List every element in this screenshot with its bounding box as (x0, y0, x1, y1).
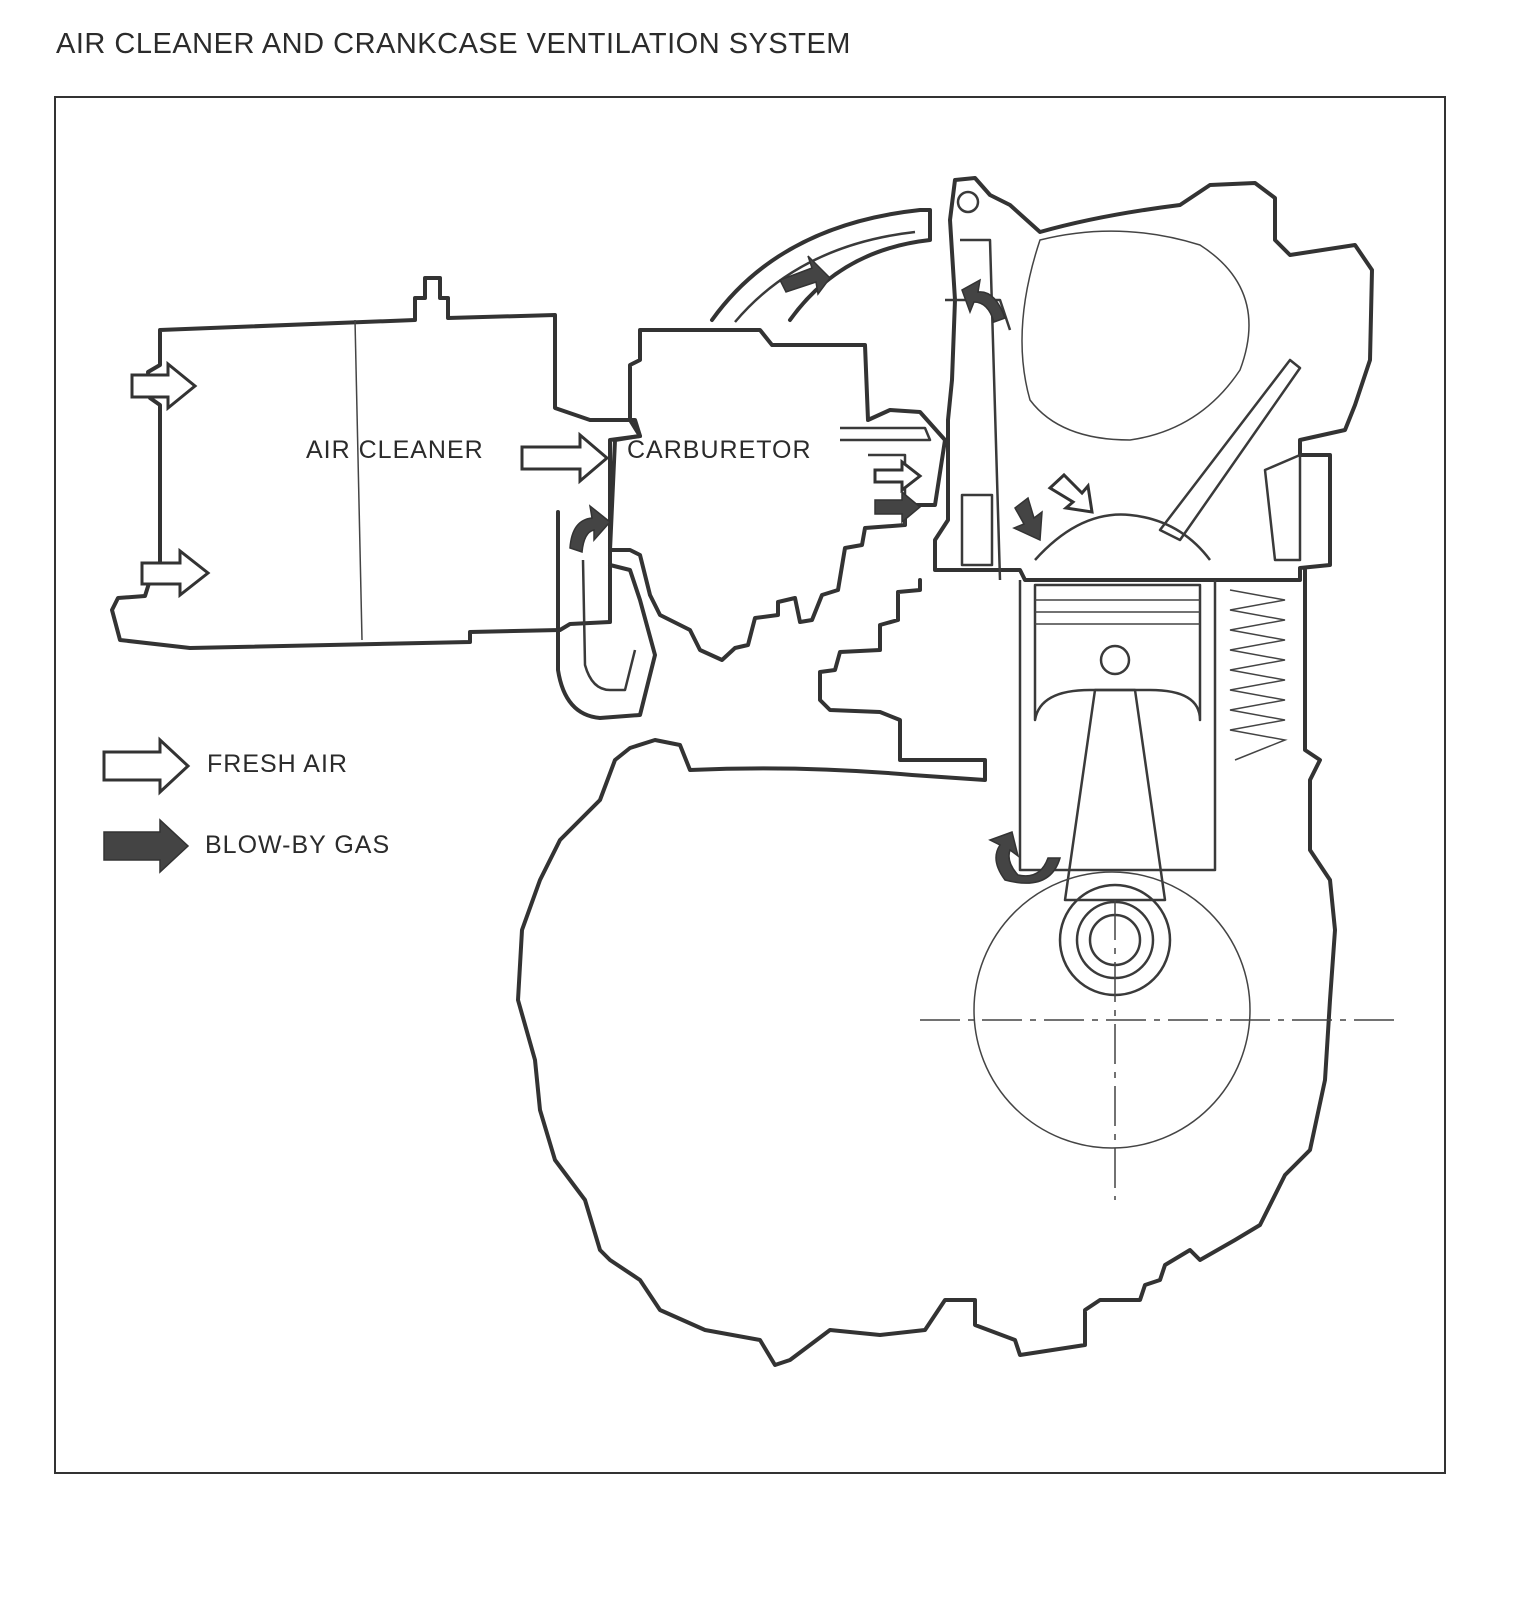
legend-blow-by-gas-label: BLOW-BY GAS (205, 831, 391, 859)
fresh-air-arrow-intake-port (1047, 472, 1094, 514)
legend-fresh-air-label: FRESH AIR (207, 750, 348, 778)
blow-by-arrow-hose (778, 255, 831, 296)
air-cleaner-element-line (354, 319, 363, 641)
air-cleaner-label: AIR CLEANER (306, 436, 484, 464)
breather-tube (556, 510, 657, 720)
crank-web (973, 871, 1251, 1149)
blow-by-arrow-intake (874, 490, 922, 524)
blow-by-arrow-into-cleaner (569, 504, 612, 554)
connecting-rod (1063, 688, 1167, 902)
crankcase-upper-outline (516, 568, 1337, 1367)
combustion-chamber (1034, 513, 1211, 561)
fresh-air-arrow-inlet-upper (130, 360, 198, 412)
tensioner-block (960, 493, 994, 567)
exhaust-port (1263, 453, 1302, 562)
fresh-air-arrow-to-carburetor (520, 431, 610, 485)
piston-pin (1099, 644, 1131, 676)
legend-fresh-air-arrow (102, 736, 191, 796)
cam-cover-bolt (956, 190, 980, 214)
blow-by-arrow-head (1012, 496, 1043, 542)
page-title: AIR CLEANER AND CRANKCASE VENTILATION SY… (56, 28, 851, 60)
carburetor-body (608, 328, 947, 662)
breather-hose (710, 208, 932, 322)
blow-by-arrow-crankcase (988, 831, 1062, 884)
carburetor-flange (840, 426, 932, 442)
cam-chain-tunnel (945, 238, 1012, 581)
piston (1033, 583, 1202, 722)
blow-by-arrow-head-chamber (961, 278, 1006, 323)
cam-lobe-outline (1021, 230, 1250, 441)
carburetor-label: CARBURETOR (627, 436, 812, 464)
exhaust-valve (1158, 358, 1302, 542)
cooling-fins (1229, 589, 1288, 761)
fresh-air-arrow-intake (873, 458, 923, 494)
diagram-frame (54, 96, 1446, 1474)
breather-tube-inner (581, 559, 637, 692)
legend-blow-by-arrow (103, 818, 190, 874)
cylinder-bore (1018, 580, 1217, 872)
fresh-air-arrow-inlet-lower (140, 547, 211, 599)
cylinder-head-outline (933, 176, 1374, 582)
